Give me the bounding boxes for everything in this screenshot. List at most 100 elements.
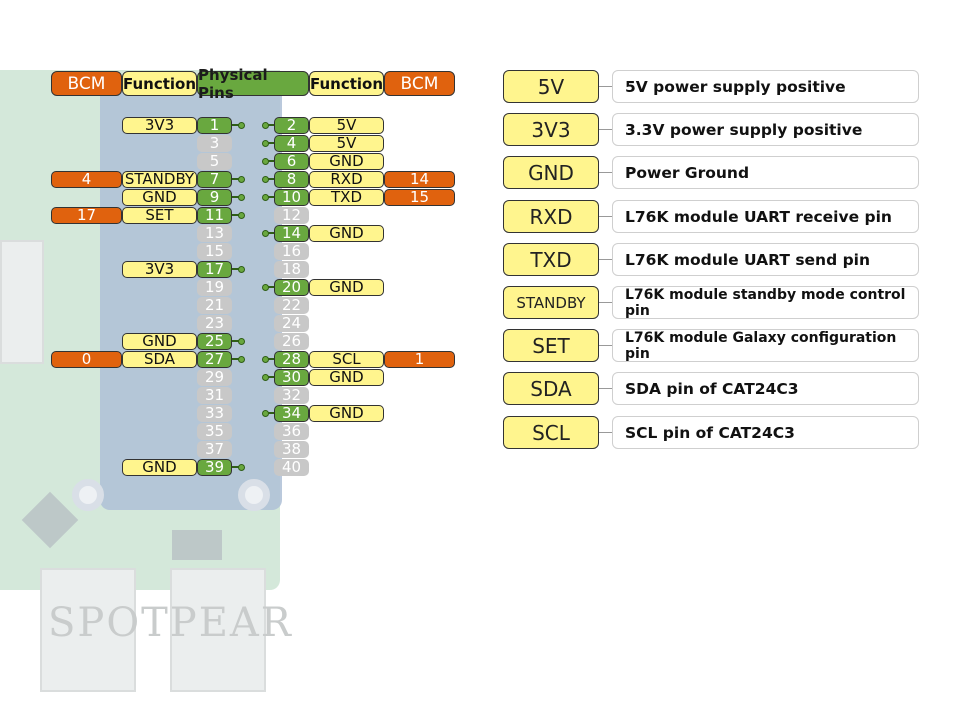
pin-left: 37 [197,441,232,458]
bcm-right: 1 [384,351,455,368]
legend-key: 5V [503,70,599,103]
connector [172,530,222,560]
connector-line [266,376,274,378]
legend-key: SCL [503,416,599,449]
legend-description: L76K module Galaxy configuration pin [612,329,919,362]
legend-connector [599,86,613,87]
pin-left: 35 [197,423,232,440]
pin-right: 4 [274,135,309,152]
legend-description: L76K module UART receive pin [612,200,919,233]
legend-description: L76K module UART send pin [612,243,919,276]
pin-left: 13 [197,225,232,242]
pin-left: 17 [197,261,232,278]
header-pin-dot [238,212,245,219]
header-physical-pins: Physical Pins [197,66,309,102]
header-bcm-right: BCM [384,71,455,96]
pin-right: 6 [274,153,309,170]
function-right: 5V [309,117,384,134]
bcm-right: 14 [384,171,455,188]
function-right: GND [309,369,384,386]
connector-line [266,178,274,180]
connector-line [266,412,274,414]
connector-line [266,358,274,360]
header-pin-dot [238,356,245,363]
legend-key: SDA [503,372,599,405]
pin-right: 2 [274,117,309,134]
legend-connector [599,432,613,433]
header-function-right: Function [309,71,384,96]
function-left: SDA [122,351,197,368]
connector-line [232,214,240,216]
pin-right: 24 [274,315,309,332]
pin-right: 10 [274,189,309,206]
ethernet-port [0,240,44,364]
legend-description: Power Ground [612,156,919,189]
pin-right: 16 [274,243,309,260]
pin-left: 9 [197,189,232,206]
pin-right: 28 [274,351,309,368]
pin-left: 33 [197,405,232,422]
header-pin-dot [262,176,269,183]
pin-left: 39 [197,459,232,476]
function-right: GND [309,279,384,296]
header-bcm-left: BCM [51,71,122,96]
header-pin-dot [262,122,269,129]
header-pin-dot [238,176,245,183]
bcm-left: 4 [51,171,122,188]
legend-connector [599,172,613,173]
legend-key: GND [503,156,599,189]
header-pin-dot [238,338,245,345]
function-right: RXD [309,171,384,188]
pin-right: 34 [274,405,309,422]
legend-key: SET [503,329,599,362]
pin-left: 3 [197,135,232,152]
pin-left: 21 [197,297,232,314]
legend-connector [599,302,613,303]
header-pin-dot [238,266,245,273]
header-function-left: Function [122,71,197,96]
bcm-left: 17 [51,207,122,224]
header-pin-dot [262,356,269,363]
legend-connector [599,388,613,389]
connector-line [266,142,274,144]
function-left: GND [122,333,197,350]
pin-right: 22 [274,297,309,314]
connector-line [232,358,240,360]
header-pin-dot [238,194,245,201]
pin-left: 5 [197,153,232,170]
legend-connector [599,129,613,130]
gps-hat-board [100,82,282,510]
function-right: SCL [309,351,384,368]
pin-left: 11 [197,207,232,224]
header-pin-dot [238,464,245,471]
function-right: 5V [309,135,384,152]
legend-connector [599,345,613,346]
function-left: 3V3 [122,117,197,134]
header-pin-dot [262,140,269,147]
header-pin-dot [262,284,269,291]
connector-line [232,340,240,342]
watermark: SPOTPEAR [48,600,293,646]
pin-left: 7 [197,171,232,188]
legend-description: SCL pin of CAT24C3 [612,416,919,449]
function-left: 3V3 [122,261,197,278]
function-right: GND [309,225,384,242]
pin-right: 26 [274,333,309,350]
legend-description: 3.3V power supply positive [612,113,919,146]
function-right: GND [309,405,384,422]
pin-left: 25 [197,333,232,350]
connector-line [232,466,240,468]
legend-key: RXD [503,200,599,233]
header-pin-dot [262,194,269,201]
function-left: GND [122,189,197,206]
header-pin-dot [262,230,269,237]
connector-line [232,196,240,198]
connector-line [266,196,274,198]
legend-connector [599,259,613,260]
mounting-hole [238,479,270,511]
pin-right: 36 [274,423,309,440]
usb-port [170,568,266,692]
pin-left: 19 [197,279,232,296]
pin-right: 12 [274,207,309,224]
